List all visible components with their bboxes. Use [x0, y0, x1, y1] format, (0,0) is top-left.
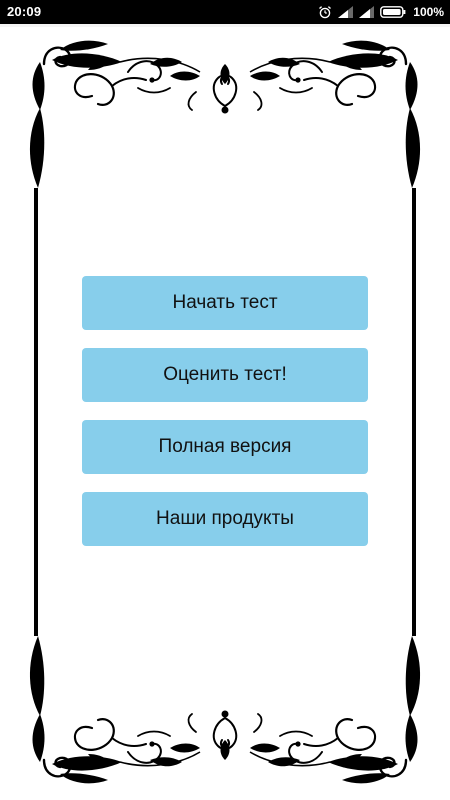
main-menu: Начать тест Оценить тест! Полная версия … [82, 276, 368, 564]
signal-icon [338, 6, 354, 18]
status-time: 20:09 [7, 4, 42, 19]
battery-icon [380, 6, 406, 18]
action-bar-shadow [0, 24, 450, 27]
full-version-button[interactable]: Полная версия [82, 420, 368, 474]
start-test-button[interactable]: Начать тест [82, 276, 368, 330]
battery-percent: 100% [413, 5, 444, 19]
signal-icon [359, 6, 375, 18]
our-products-button[interactable]: Наши продукты [82, 492, 368, 546]
status-bar: 20:09 [0, 0, 450, 24]
rate-test-button[interactable]: Оценить тест! [82, 348, 368, 402]
status-icons: 100% [318, 3, 444, 21]
alarm-clock-icon [318, 5, 332, 19]
